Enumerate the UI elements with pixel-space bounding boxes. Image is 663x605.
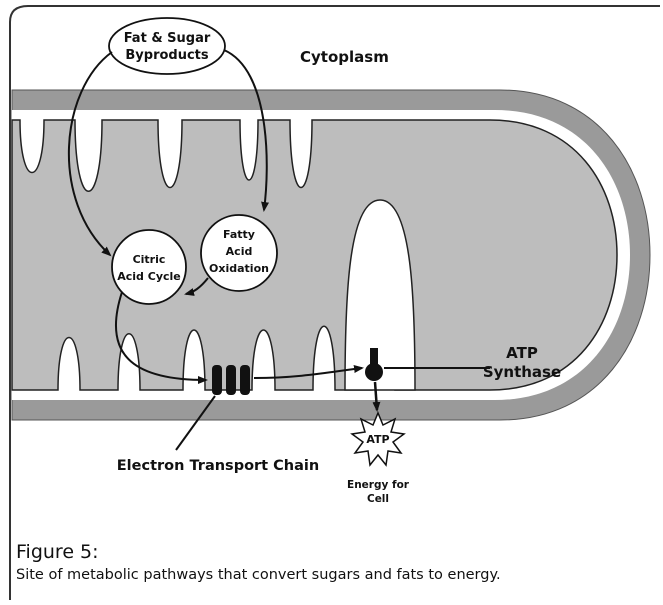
energy-label-1: Energy for [347, 479, 410, 491]
citric-label-1: Citric [133, 253, 166, 266]
figure-caption-title: Figure 5: [16, 541, 99, 563]
electron-transport-chain [212, 365, 250, 395]
etc-label: Electron Transport Chain [117, 458, 319, 474]
energy-label-2: Cell [367, 493, 389, 505]
citric-acid-cycle-node [112, 230, 186, 304]
fat-sugar-label-2: Byproducts [125, 48, 209, 63]
atp-burst-label: ATP [366, 433, 389, 446]
fat-sugar-node [109, 18, 225, 74]
fatty-label-2: Acid [226, 245, 253, 258]
fatty-label-1: Fatty [223, 228, 255, 241]
atp-synthase-label-1: ATP [506, 344, 538, 362]
citric-label-2: Acid Cycle [117, 270, 181, 283]
atp-synthase-label-2: Synthase [483, 363, 561, 381]
figure-caption-text: Site of metabolic pathways that convert … [16, 567, 501, 583]
cytoplasm-label: Cytoplasm [300, 48, 389, 66]
fat-sugar-label-1: Fat & Sugar [124, 31, 211, 46]
fatty-label-3: Oxidation [209, 262, 269, 275]
